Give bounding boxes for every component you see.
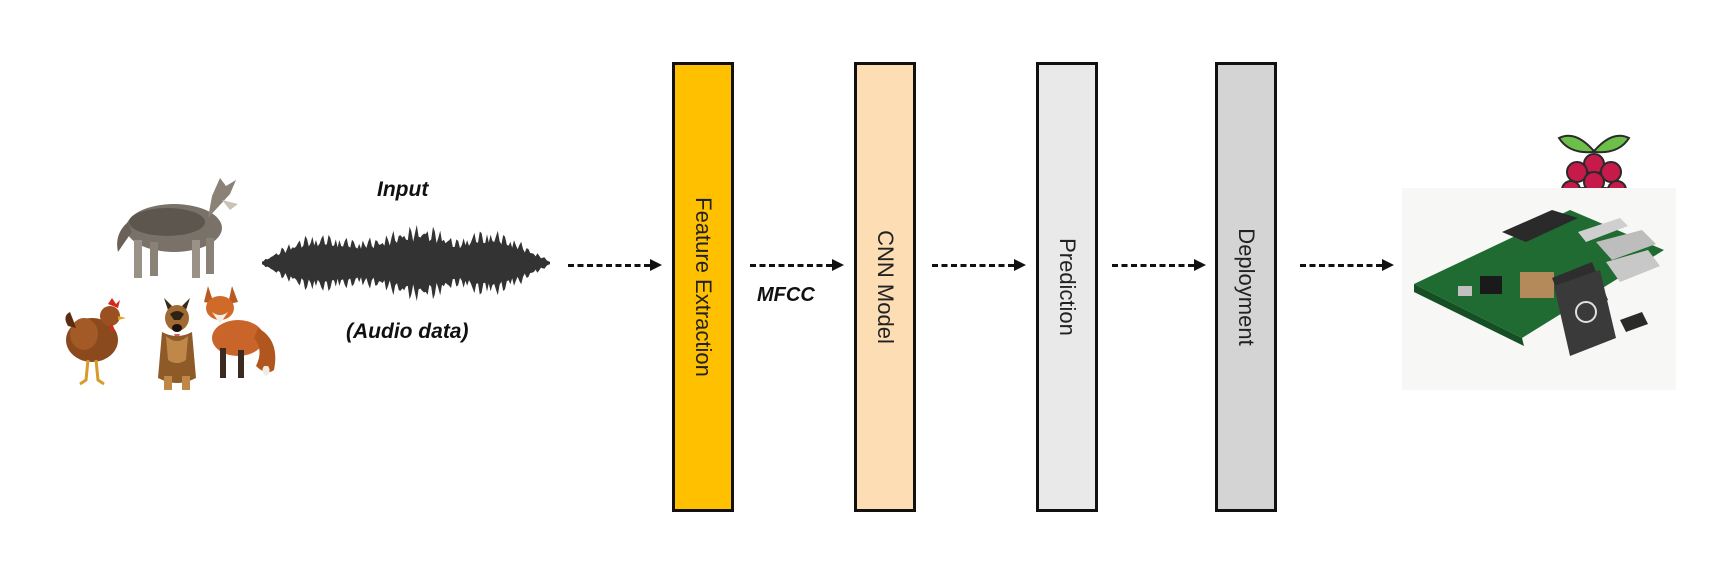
- feature-extraction-block: Feature Extraction: [672, 62, 734, 512]
- cnn-model-block: CNN Model: [854, 62, 916, 512]
- waveform-icon: [262, 224, 550, 302]
- dog-icon: [158, 298, 196, 390]
- arrow-feature-extraction-to-cnn: [750, 258, 844, 272]
- arrow-cnn-to-prediction: [932, 258, 1026, 272]
- prediction-block: Prediction: [1036, 62, 1098, 512]
- arrow-prediction-to-deployment: [1112, 258, 1206, 272]
- input-label: Input: [377, 178, 429, 201]
- deployment-label: Deployment: [1234, 228, 1259, 346]
- raspberry-pi-board-icon: [1402, 188, 1676, 390]
- wolf-icon: [117, 178, 238, 278]
- fox-icon: [204, 286, 276, 378]
- deployment-block: Deployment: [1215, 62, 1277, 512]
- arrow-waveform-to-feature-extraction: [568, 258, 662, 272]
- chicken-icon: [65, 298, 126, 386]
- arrow-deployment-to-device: [1300, 258, 1394, 272]
- audio-data-label: (Audio data): [346, 320, 469, 343]
- mfcc-label: MFCC: [757, 284, 815, 306]
- feature-extraction-label: Feature Extraction: [691, 197, 716, 377]
- cnn-model-label: CNN Model: [873, 230, 898, 344]
- prediction-label: Prediction: [1055, 238, 1080, 336]
